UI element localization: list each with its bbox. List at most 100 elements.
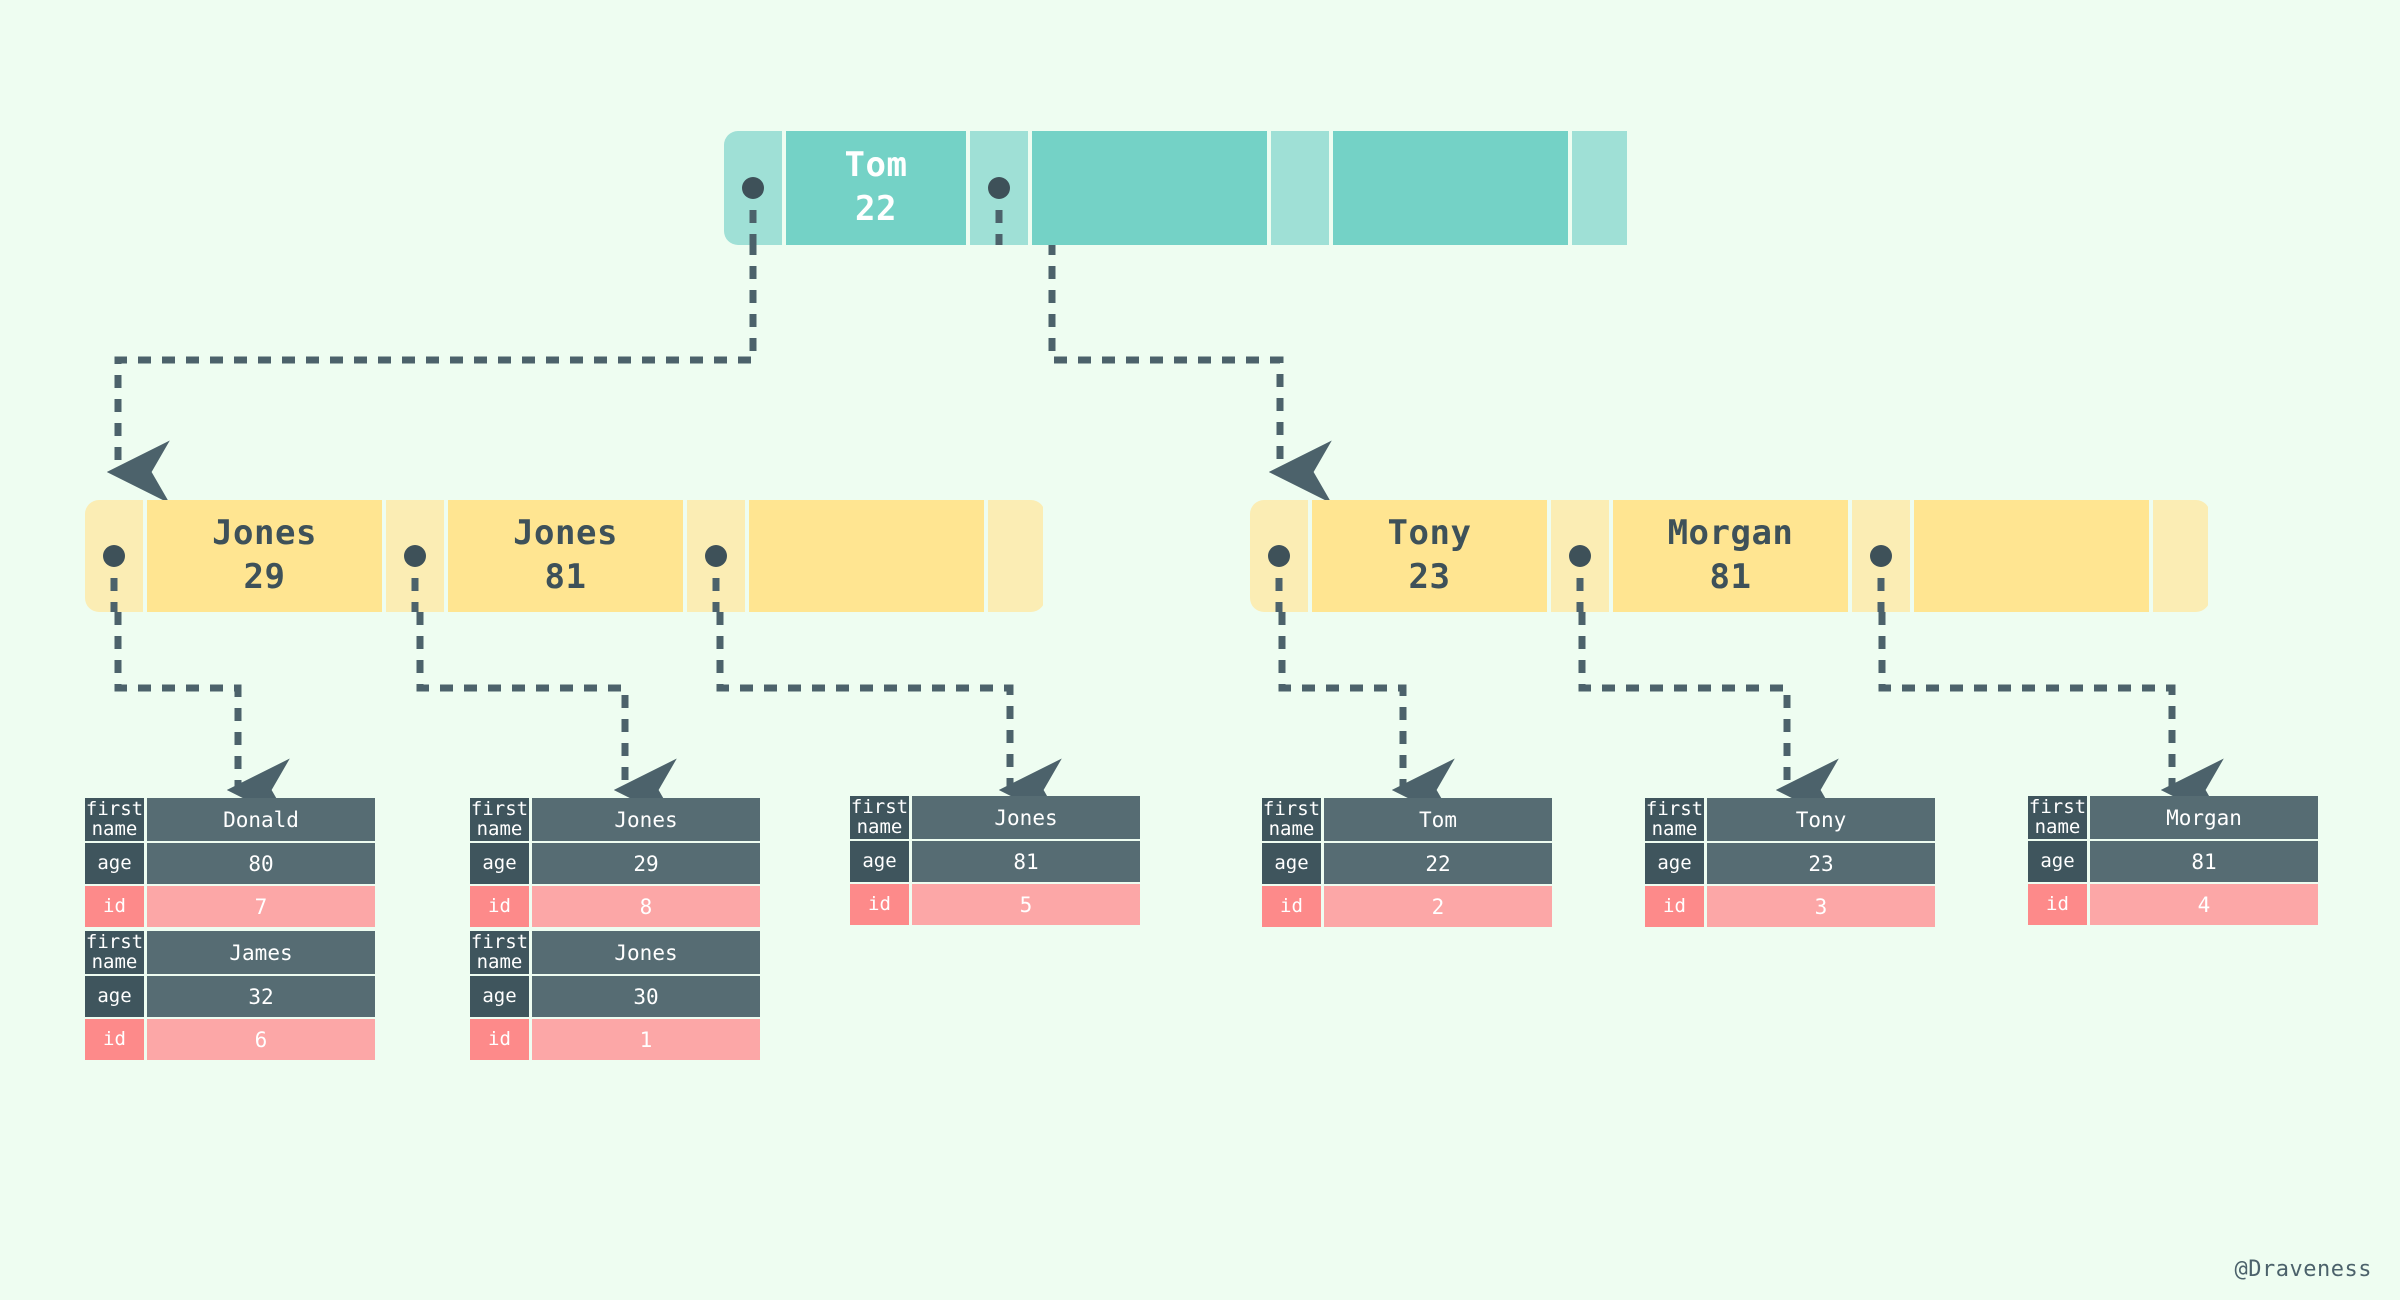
table-row[interactable]: id 3 [1645, 886, 1935, 927]
left-leaf-pointer-0[interactable] [85, 500, 143, 612]
root-key-1-empty[interactable] [1032, 131, 1267, 245]
table-row[interactable]: first name Tom [1262, 798, 1552, 841]
table-row[interactable]: first name Jones [470, 798, 760, 841]
root-key-2-empty[interactable] [1333, 131, 1568, 245]
record-value-id: 2 [1324, 886, 1552, 927]
root-key-0-age: 22 [855, 189, 897, 229]
right-leaf-pointer-2[interactable] [1852, 500, 1910, 612]
table-row[interactable]: age 23 [1645, 843, 1935, 884]
record-value-id: 3 [1707, 886, 1935, 927]
table-row[interactable]: id 6 [85, 1019, 375, 1060]
record-value-first-name: James [147, 931, 375, 974]
root-pointer-3-empty[interactable] [1572, 131, 1627, 245]
label-line-2: name [476, 817, 523, 840]
record-table-5[interactable]: first name Tony age 23 id 3 [1645, 798, 1935, 927]
record-table-4[interactable]: first name Tom age 22 id 2 [1262, 798, 1552, 927]
record-label-age: age [470, 976, 529, 1017]
table-row[interactable]: id 5 [850, 884, 1140, 925]
pointer-stem-icon [712, 578, 720, 612]
root-pointer-0[interactable] [724, 131, 782, 245]
table-row[interactable]: first name Morgan [2028, 796, 2318, 839]
left-leaf-key-1-name: Jones [513, 513, 618, 554]
left-leaf-key-1[interactable]: Jones 81 [448, 500, 683, 612]
divider [1848, 500, 1852, 612]
label-line-2: name [856, 815, 903, 838]
divider [1568, 131, 1572, 245]
leaf-node-right[interactable]: Tony 23 Morgan 81 [1250, 500, 2210, 612]
right-leaf-key-0[interactable]: Tony 23 [1312, 500, 1547, 612]
record-table-6[interactable]: first name Morgan age 81 id 4 [2028, 796, 2318, 925]
divider [782, 131, 786, 245]
root-key-0[interactable]: Tom 22 [786, 131, 966, 245]
record-label-age: age [1645, 843, 1704, 884]
record-table-2[interactable]: first name Jones age 29 id 8 first name … [470, 798, 760, 1060]
record-value-age: 81 [2090, 841, 2318, 882]
table-row[interactable]: id 7 [85, 886, 375, 927]
link-right-leaf-ptr3-to-table6 [1878, 612, 2224, 822]
record-table-3[interactable]: first name Jones age 81 id 5 [850, 796, 1140, 925]
record-value-first-name: Tom [1324, 798, 1552, 841]
left-leaf-pointer-3-empty[interactable] [988, 500, 1043, 612]
table-row[interactable]: id 2 [1262, 886, 1552, 927]
table-row[interactable]: age 30 [470, 976, 760, 1017]
pointer-dot-icon [705, 545, 727, 567]
right-leaf-key-1[interactable]: Morgan 81 [1613, 500, 1848, 612]
right-leaf-key-2-empty[interactable] [1914, 500, 2149, 612]
record-label-age: age [2028, 841, 2087, 882]
record-value-age: 32 [147, 976, 375, 1017]
right-leaf-pointer-0[interactable] [1250, 500, 1308, 612]
label-line-1: first [850, 795, 909, 818]
table-row[interactable]: age 29 [470, 843, 760, 884]
record-table-1[interactable]: first name Donald age 80 id 7 first name… [85, 798, 375, 1060]
table-row[interactable]: id 1 [470, 1019, 760, 1060]
table-row[interactable]: first name Donald [85, 798, 375, 841]
root-node[interactable]: Tom 22 [724, 131, 1682, 245]
right-leaf-key-1-name: Morgan [1667, 513, 1794, 554]
record-value-first-name: Jones [532, 931, 760, 974]
record-label-id: id [85, 886, 144, 927]
record-value-first-name: Jones [912, 796, 1140, 839]
right-leaf-pointer-1[interactable] [1551, 500, 1609, 612]
left-leaf-key-2-empty[interactable] [749, 500, 984, 612]
record-value-age: 23 [1707, 843, 1935, 884]
divider [444, 500, 448, 612]
label-line-2: name [1268, 817, 1315, 840]
record-value-id: 1 [532, 1019, 760, 1060]
divider [1267, 131, 1271, 245]
record-value-id: 7 [147, 886, 375, 927]
table-row[interactable]: age 32 [85, 976, 375, 1017]
table-row[interactable]: age 22 [1262, 843, 1552, 884]
left-leaf-key-0-age: 29 [243, 557, 286, 597]
divider [1547, 500, 1551, 612]
table-row[interactable]: id 4 [2028, 884, 2318, 925]
table-row[interactable]: id 8 [470, 886, 760, 927]
record-label-first-name: first name [470, 931, 529, 974]
pointer-dot-icon [1268, 545, 1290, 567]
record-label-first-name: first name [1645, 798, 1704, 841]
table-row[interactable]: first name James [85, 931, 375, 974]
left-leaf-key-0[interactable]: Jones 29 [147, 500, 382, 612]
pointer-dot-icon [742, 177, 764, 199]
pointer-dot-icon [1870, 545, 1892, 567]
left-leaf-pointer-1[interactable] [386, 500, 444, 612]
table-row[interactable]: age 81 [2028, 841, 2318, 882]
table-row[interactable]: first name Jones [850, 796, 1140, 839]
root-pointer-2-empty[interactable] [1271, 131, 1329, 245]
link-root-to-left-leaf [106, 242, 757, 504]
table-row[interactable]: age 80 [85, 843, 375, 884]
left-leaf-pointer-2[interactable] [687, 500, 745, 612]
root-pointer-1[interactable] [970, 131, 1028, 245]
label-line-2: name [476, 950, 523, 973]
leaf-node-left[interactable]: Jones 29 Jones 81 [85, 500, 1045, 612]
table-row[interactable]: first name Tony [1645, 798, 1935, 841]
record-label-first-name: first name [2028, 796, 2087, 839]
table-row[interactable]: age 81 [850, 841, 1140, 882]
table-row[interactable]: first name Jones [470, 931, 760, 974]
pointer-stem-icon [1877, 578, 1885, 612]
pointer-stem-icon [411, 578, 419, 612]
label-line-2: name [91, 950, 138, 973]
pointer-stem-icon [1576, 578, 1584, 612]
right-leaf-pointer-3-empty[interactable] [2153, 500, 2208, 612]
divider [143, 500, 147, 612]
